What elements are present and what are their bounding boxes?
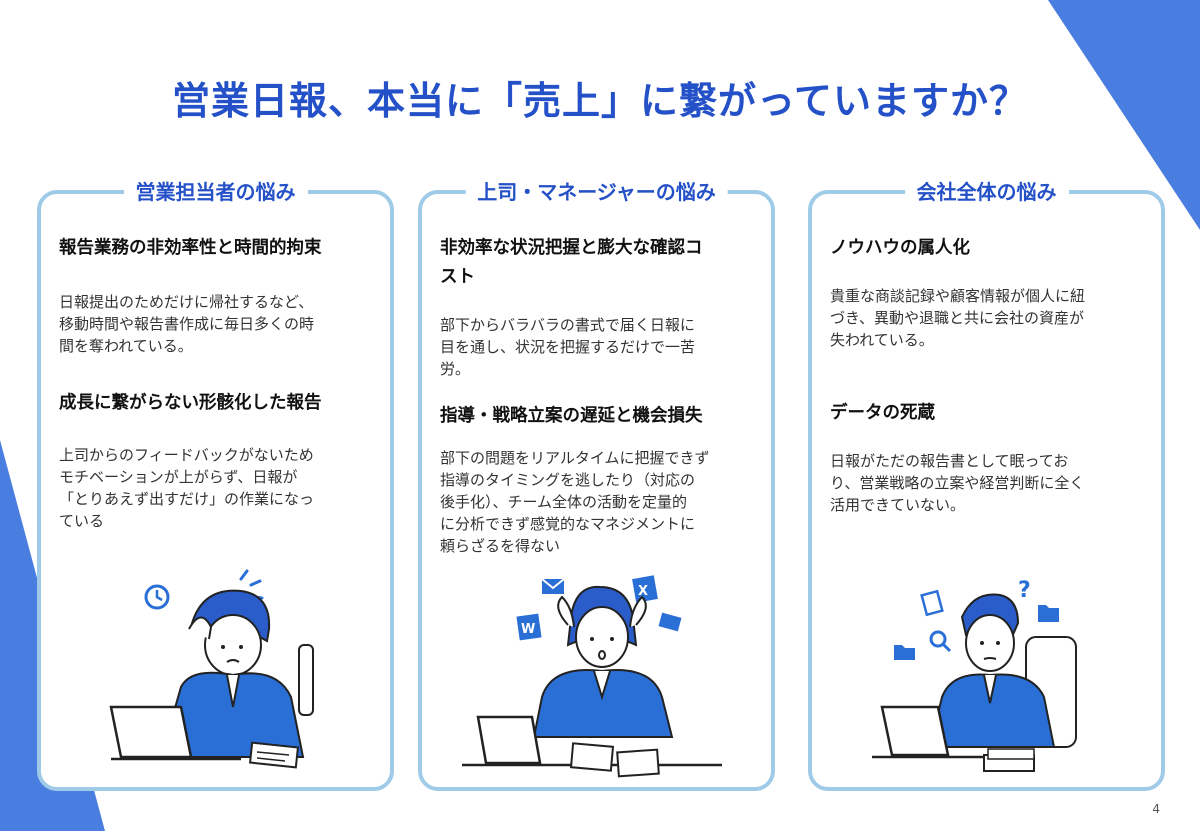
svg-text:W: W [521,622,535,637]
mail-icon [541,578,565,594]
card-heading: 成長に繋がらない形骸化した報告 [59,393,322,413]
stressed-salesperson-illustration [109,569,314,769]
page-title: 営業日報、本当に「売上」に繋がっていますか？ [171,79,1029,123]
card-text: 日報がただの報告書として眠ってお り、営業戦略の立案や経営判断に全く 活用できて… [830,452,1085,514]
folder-icon [1038,605,1059,622]
card-heading: 非効率な状況把握と膨大な確認コ スト [440,238,703,287]
card-heading: 指導・戦略立案の遅延と機会損失 [440,406,703,426]
card-text: 部下の問題をリアルタイムに把握できず 指導のタイミングを逃したり（対応の 後手化… [440,449,710,555]
card-manager: 上司・マネージャーの悩み 非効率な状況把握と膨大な確認コ スト 部下からバラバラ… [418,176,775,791]
card-label: 会社全体の悩み [904,176,1069,205]
card-heading: 報告業務の非効率性と時間的拘束 [59,238,322,258]
card-label: 上司・マネージャーの悩み [465,176,728,205]
card-text: 貴重な商談記録や顧客情報が個人に紐 づき、異動や退職と共に会社の資産が 失われて… [830,287,1086,349]
excel-icon: X [632,575,658,603]
card-text: 日報提出のためだけに帰社するなど、 移動時間や報告書作成に毎日多くの時 間を奪わ… [59,293,315,355]
top-right-triangle [1048,0,1200,230]
word-icon: W [516,613,542,641]
search-icon [929,630,952,653]
question-mark-icon: ? [1018,578,1031,603]
card-sales-rep: 営業担当者の悩み 報告業務の非効率性と時間的拘束 日報提出のためだけに帰社するな… [37,176,394,791]
page-number: 4 [1152,802,1160,816]
clock-icon [144,584,170,610]
folder-icon [894,645,915,660]
document-icon [920,589,944,617]
card-text: 部下からバラバラの書式で届く日報に 目を通し、状況を把握するだけで一苦 労。 [440,316,696,378]
svg-text:X: X [638,584,648,599]
confused-employee-illustration: ? [872,578,1077,772]
card-text: 上司からのフィードバックがないため モチベーションが上がらず、日報が 「とりあえ… [59,446,315,530]
card-heading: ノウハウの属人化 [830,238,970,258]
card-label: 営業担当者の悩み [123,176,308,205]
mail-icon [658,612,682,632]
card-company: 会社全体の悩み ノウハウの属人化 貴重な商談記録や顧客情報が個人に紐 づき、異動… [808,176,1165,791]
overwhelmed-manager-illustration: X W [462,575,722,778]
card-heading: データの死蔵 [830,403,935,423]
